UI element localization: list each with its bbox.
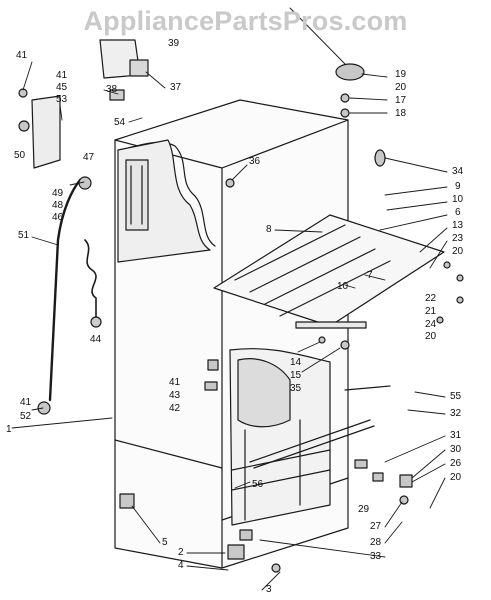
callout-27: 27: [370, 521, 382, 532]
callout-20-bottom: 20: [450, 472, 462, 483]
callout-38: 38: [106, 84, 118, 95]
callout-54: 54: [114, 117, 126, 128]
callout-28: 28: [370, 537, 382, 548]
callout-22: 22: [425, 293, 437, 304]
shelf-frame: [213, 214, 445, 329]
callout-43: 43: [169, 390, 181, 401]
callout-35: 35: [290, 383, 302, 394]
callout-18: 18: [395, 108, 407, 119]
callout-31: 31: [450, 430, 462, 441]
callout-44: 44: [90, 334, 102, 345]
callout-24: 24: [425, 319, 437, 330]
callout-4: 4: [178, 560, 184, 571]
callout-53: 53: [56, 94, 68, 105]
callout-37: 37: [170, 82, 182, 93]
callout-41-center: 41: [169, 377, 181, 388]
callout-51: 51: [18, 230, 30, 241]
callout-32: 32: [450, 408, 462, 419]
callout-41-top: 41: [16, 50, 28, 61]
callout-23: 23: [452, 233, 464, 244]
callout-41-low: 41: [20, 397, 32, 408]
callout-39: 39: [168, 38, 180, 49]
callout-8: 8: [266, 224, 272, 235]
callout-9: 9: [455, 181, 461, 192]
callout-49: 49: [52, 188, 64, 199]
callout-56: 56: [252, 479, 264, 490]
callout-36: 36: [249, 156, 261, 167]
leader-lines: [11, 7, 448, 591]
callout-50: 50: [14, 150, 26, 161]
callout-10-center: 10: [337, 281, 349, 292]
hardware-parts: [18, 63, 464, 573]
callout-17: 17: [395, 95, 407, 106]
callout-3: 3: [266, 584, 272, 595]
callout-10-right: 10: [452, 194, 464, 205]
lower-crossbar: [249, 385, 391, 469]
callout-20-top: 20: [395, 82, 407, 93]
callout-46: 46: [52, 212, 64, 223]
callout-13: 13: [452, 220, 464, 231]
callout-15: 15: [290, 370, 302, 381]
callout-20-lower: 20: [425, 331, 437, 342]
callout-30: 30: [450, 444, 462, 455]
callout-47: 47: [83, 152, 95, 163]
callout-5: 5: [162, 537, 168, 548]
callout-2: 2: [178, 547, 184, 558]
callout-6: 6: [455, 207, 461, 218]
callout-14: 14: [290, 357, 302, 368]
callout-7: 7: [367, 270, 373, 281]
drain-tube: [48, 178, 102, 402]
callout-52: 52: [20, 411, 32, 422]
callout-45: 45: [56, 82, 68, 93]
lower-cavity: [229, 348, 331, 526]
callout-34: 34: [452, 166, 464, 177]
callout-20-mid: 20: [452, 246, 464, 257]
callout-26: 26: [450, 458, 462, 469]
callout-48: 48: [52, 200, 64, 211]
callout-55: 55: [450, 391, 462, 402]
callout-1: 1: [6, 424, 12, 435]
callout-29: 29: [358, 504, 370, 515]
callout-41-mid: 41: [56, 70, 68, 81]
watermark-text: AppliancePartsPros.com: [83, 6, 408, 36]
control-bracket: [31, 39, 149, 169]
callout-33: 33: [370, 551, 382, 562]
callout-19: 19: [395, 69, 407, 80]
callout-42: 42: [169, 403, 181, 414]
callout-21: 21: [425, 306, 437, 317]
